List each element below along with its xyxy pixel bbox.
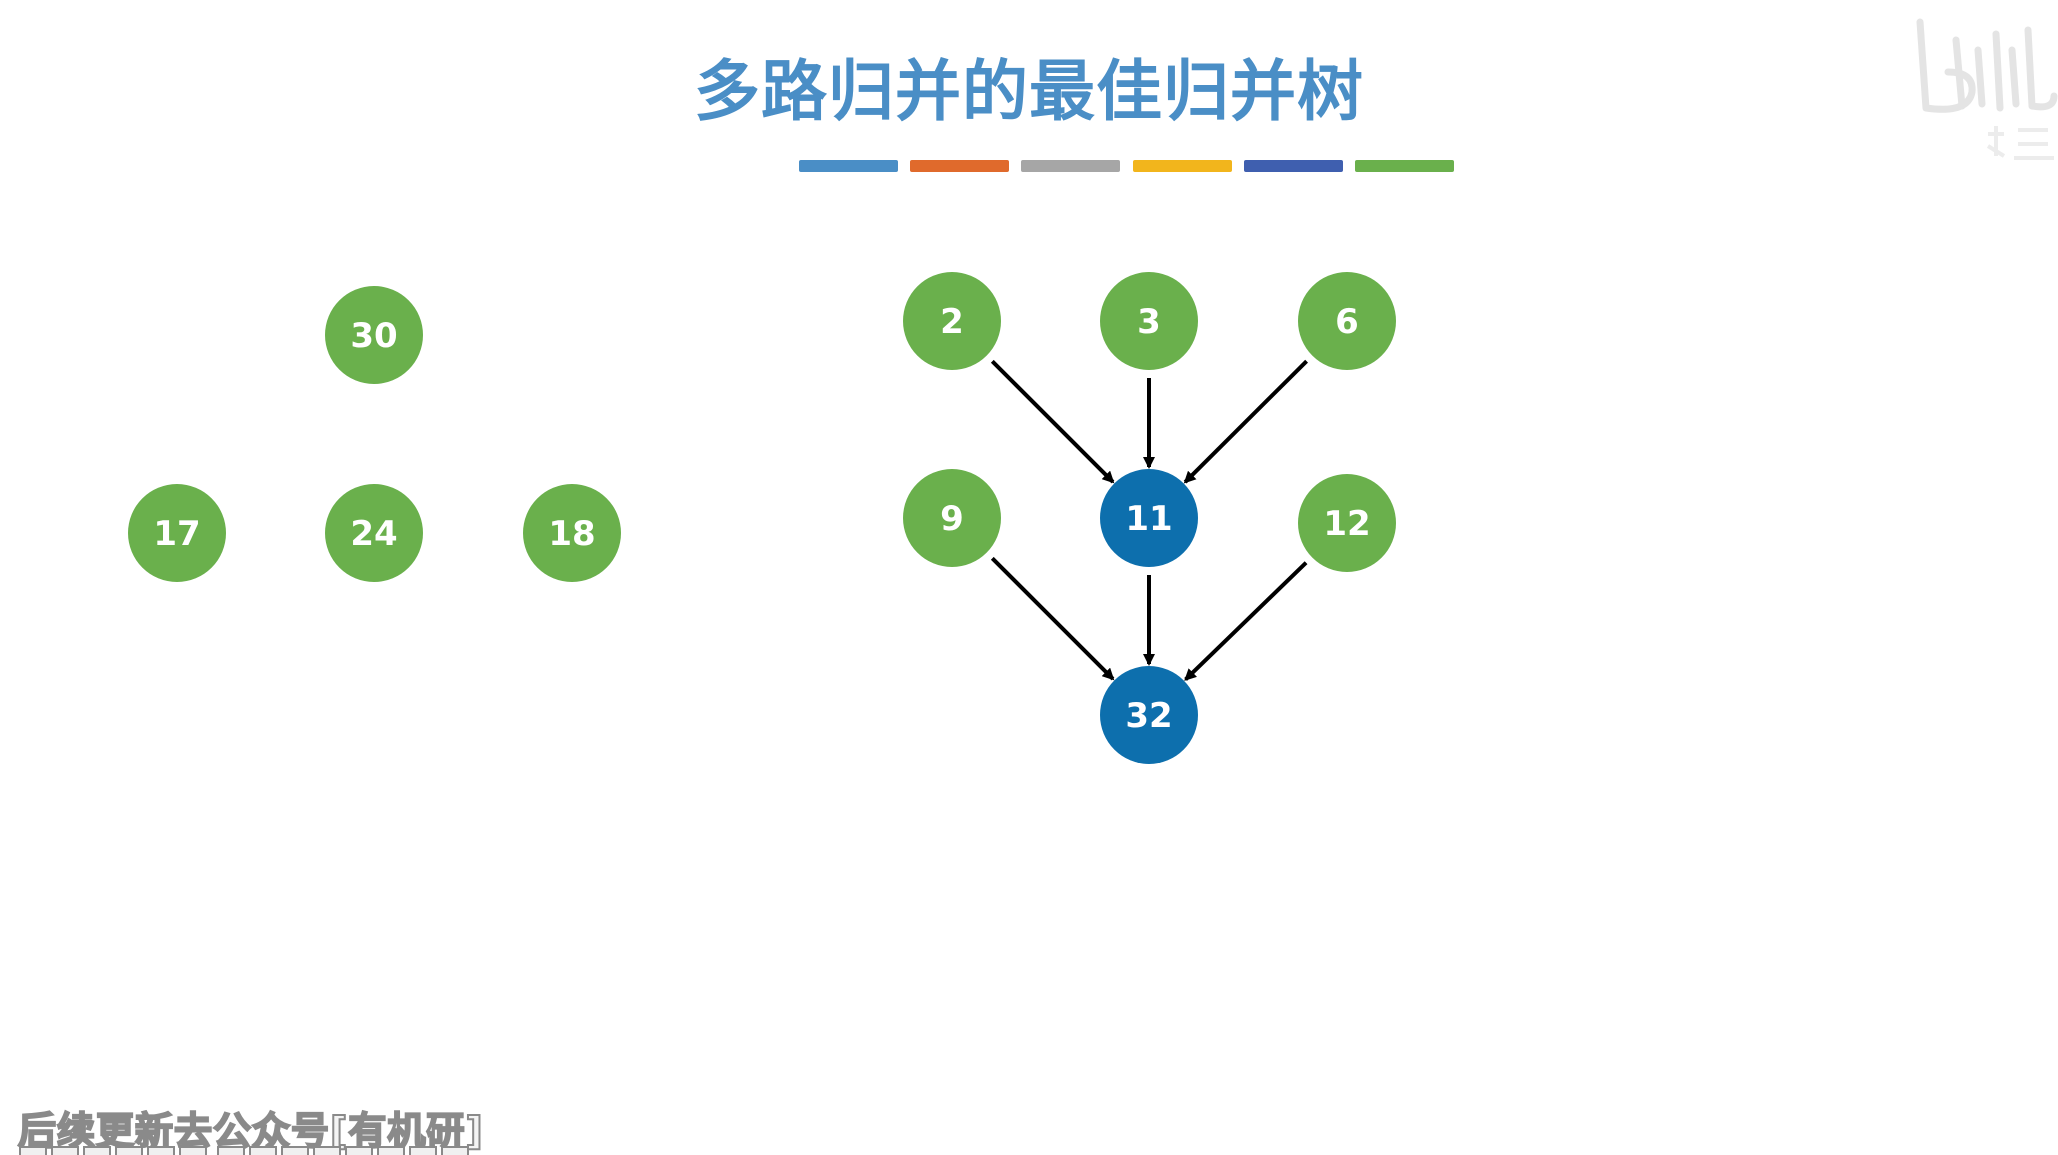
tree-node-2: 2 [903,272,1001,370]
edge-n12-to-n32 [1184,561,1308,681]
node-label: 9 [940,499,964,539]
node-circle [903,469,1001,567]
node-label: 11 [1125,499,1172,539]
node-label: 24 [350,514,397,554]
node-label: 30 [350,316,397,356]
tree-nodes: 30 17 24 18 2 3 6 9 11 12 32 [128,272,1396,764]
tree-node-12: 12 [1298,474,1396,572]
node-label: 17 [153,514,200,554]
edge-n2-to-n11 [990,359,1115,484]
node-label: 12 [1323,504,1370,544]
title-color-bars [799,160,1454,172]
node-label: 3 [1137,302,1161,342]
title-bar-1 [799,160,898,172]
title-bar-6 [1354,160,1454,172]
node-circle [128,484,226,582]
edge-n9-to-n32 [990,556,1115,681]
weight-node-30: 30 [325,286,423,384]
weight-node-17: 17 [128,484,226,582]
node-label: 32 [1125,696,1172,736]
weight-node-18: 18 [523,484,621,582]
bilibili-logo-icon [1916,18,2058,160]
tree-node-3: 3 [1100,272,1198,370]
page-title: 多路归并的最佳归并树 [694,53,1364,130]
tree-node-32: 32 [1100,666,1198,764]
footer-caption-second-line [19,1146,469,1155]
node-label: 6 [1335,302,1359,342]
tree-edges [990,359,1309,681]
tree-node-9: 9 [903,469,1001,567]
edge-n6-to-n11 [1183,359,1309,484]
node-label: 18 [548,514,595,554]
node-circle [523,484,621,582]
title-bar-5 [1243,160,1343,172]
title-bar-2 [910,160,1010,172]
tree-node-6: 6 [1298,272,1396,370]
node-circle [1100,272,1198,370]
node-label: 2 [940,302,964,342]
title-bar-4 [1132,160,1232,172]
tree-node-11: 11 [1100,469,1198,567]
node-circle [903,272,1001,370]
node-circle [325,286,423,384]
node-circle [1298,272,1396,370]
node-circle [1100,469,1198,567]
title-bar-3 [1021,160,1121,172]
weight-node-24: 24 [325,484,423,582]
node-circle [325,484,423,582]
node-circle [1298,474,1396,572]
node-circle [1100,666,1198,764]
